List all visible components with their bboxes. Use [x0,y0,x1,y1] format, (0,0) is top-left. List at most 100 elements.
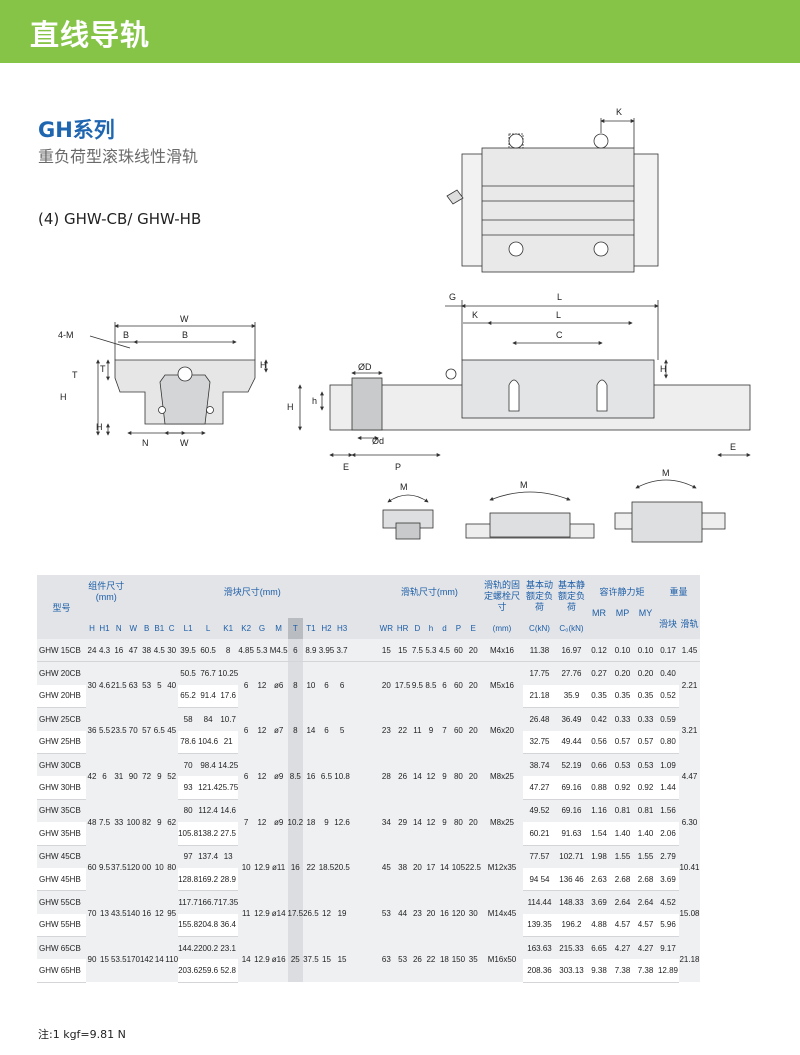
cell-b: 57 [139,707,154,754]
dim-4m: 4-M [58,330,74,340]
cell-l: 112.4 [198,799,219,823]
cell-l: 137.4 [198,845,219,868]
cell-t1: 18 [303,799,319,846]
cell-e: 20 [465,661,481,708]
th-col-h: H [86,618,98,639]
cell-k2: 10 [238,845,255,891]
cell-wr: 15 [377,639,395,663]
cell-c0: 36.49 [556,707,587,731]
cell-bolt: M14x45 [481,890,523,937]
cell-block-weight: 0.59 [657,707,679,731]
cell-my: 2.64 [634,890,657,914]
cell-g: 5.3 [254,639,270,663]
cell-n: 33 [111,799,127,846]
cell-my: 4.27 [634,936,657,960]
cell-p: 80 [451,799,466,846]
cell-blank [349,707,364,754]
cell-d: 14 [410,799,425,846]
cell-c0: 27.76 [556,661,587,685]
cell-e: 22.5 [465,845,481,891]
cell-k2: 6 [238,661,255,708]
cell-rail-weight: 4.47 [679,753,700,800]
cell-model: GHW 55HB [37,913,86,938]
cell-mp: 0.92 [611,776,634,800]
cell-m: ø7 [269,707,288,754]
th-weight-1: 滑轨 [679,608,700,639]
th-col-e: E [465,618,481,639]
cell-l1: 144.2 [178,936,199,960]
cell-k1: 8 [218,639,239,663]
spec-table: 型号 组件尺寸(mm) 滑块尺寸(mm) 滑轨尺寸(mm) 滑轨的固定螺栓尺寸 … [37,575,700,983]
cell-l1: 58 [178,707,199,731]
cell-k1: 21 [218,730,239,754]
cell-l: 169.2 [198,867,219,892]
cell-c0: 52.19 [556,753,587,777]
cell-p: 60 [451,661,466,708]
cell-n: 43.5 [111,890,127,937]
cell-t1: 16 [303,753,319,800]
cell-d: 4.5 [437,639,452,663]
cell-mp: 7.38 [611,959,634,983]
th-col-b1: B1 [153,618,166,639]
cell-n: 31 [111,753,127,800]
cell-k1: 14.25 [218,753,239,777]
cell-e: 35 [465,936,481,983]
cell-n: 53.5 [111,936,127,983]
cell-d: 16 [437,890,452,937]
cell-blank [349,753,364,800]
cell-c0: 91.63 [556,822,587,846]
th-unit-2: C₀(kN) [556,618,587,639]
cell-rail-weight: 3.21 [679,707,700,754]
cell-l: 98.4 [198,753,219,777]
cell-g: 12 [254,707,270,754]
cell-h: 5.3 [424,639,438,663]
cell-mr: 0.56 [587,730,611,754]
cell-k2: 14 [238,936,255,983]
dim-h2: H [260,360,267,370]
cell-bolt: M4x16 [481,639,523,663]
cell-h: 8.5 [424,661,438,708]
cell-m: ø9 [269,799,288,846]
cell-my: 0.53 [634,753,657,777]
cell-b: 142 [139,936,154,983]
cell-model: GHW 30CB [37,753,86,777]
cell-m: ø16 [269,936,288,983]
cell-b: 53 [139,661,154,708]
cell-c0: 215.33 [556,936,587,960]
dim-h: H [60,392,67,402]
cell-mp: 1.40 [611,822,634,846]
cell-b1: 12 [153,890,166,937]
cell-l1: 203.6 [178,959,199,983]
cell-bolt: M12x35 [481,845,523,891]
cell-n: 16 [111,639,127,663]
cell-c: 80 [165,845,179,891]
dim-p: P [395,462,401,472]
cell-k1: 17.6 [218,684,239,709]
cell-block-weight: 12.89 [657,959,679,983]
cell-w: 90 [126,753,140,800]
dim-h3: H [660,364,667,374]
cell-h1: 9.5 [98,845,111,891]
cell-l1: 65.2 [178,684,199,709]
cell-b: 82 [139,799,154,846]
cell-block-weight: 3.69 [657,867,679,892]
th-bolt: 滑轨的固定螺栓尺寸 [481,575,523,618]
dim-g: G [449,292,456,302]
th-static: 基本静额定负荷 [556,575,587,618]
cell-block-weight: 0.40 [657,661,679,685]
cell-w: 140 [126,890,140,937]
cell-h: 48 [86,799,98,846]
cell-model: GHW 20HB [37,684,86,709]
cell-p: 60 [451,707,466,754]
cell-mr: 2.63 [587,867,611,892]
cell-blank [363,845,378,891]
cell-c-dyn: 94 54 [523,867,556,892]
cell-c: 52 [165,753,179,800]
cell-h: 20 [424,890,438,937]
cell-m: ø14 [269,890,288,937]
cell-mr: 0.66 [587,753,611,777]
cell-rail-weight: 15.08 [679,890,700,937]
dim-t: T [100,364,106,374]
